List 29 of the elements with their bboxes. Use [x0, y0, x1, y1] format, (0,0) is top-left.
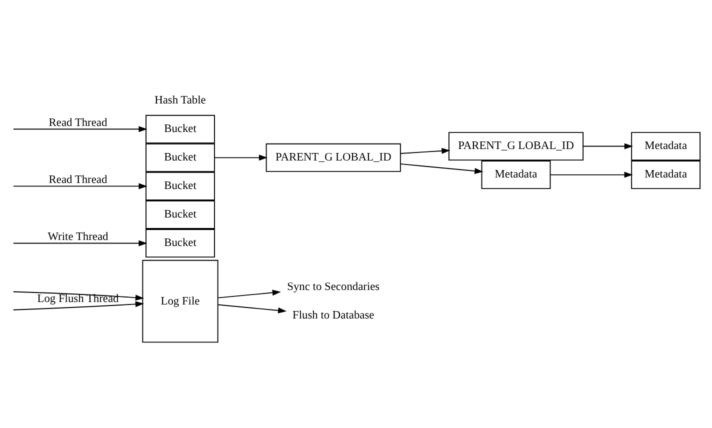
node-box: Metadata [631, 160, 701, 189]
arrow [12, 300, 144, 310]
arrow [12, 290, 144, 300]
arrow [218, 304, 287, 313]
node-box: Bucket [146, 142, 215, 172]
arrow [218, 289, 281, 298]
node-box: Metadata [481, 160, 551, 189]
arrow [12, 182, 148, 189]
node-box: Bucket [146, 114, 215, 143]
arrow [582, 142, 633, 149]
edge-label: Read Thread [48, 116, 108, 128]
node-box: Bucket [146, 200, 215, 228]
arrow [550, 171, 633, 178]
arrow [12, 240, 148, 246]
arrow [214, 154, 268, 160]
arrow [12, 126, 148, 132]
edge-label: Write Thread [48, 230, 108, 243]
node-text: Flush to Database [292, 309, 374, 322]
node-box: Bucket [146, 171, 215, 200]
node-box: Log File [142, 259, 218, 342]
label: Hash Table [154, 94, 206, 106]
node-box: Metadata [631, 131, 701, 160]
node-box: PARENT_G LOBAL_ID [448, 131, 584, 160]
arrow [400, 147, 450, 154]
node-box: PARENT_G LOBAL_ID [266, 142, 401, 172]
node-box: Bucket [146, 228, 215, 258]
edge-label: Read Thread [48, 173, 108, 186]
node-text: Sync to Secondaries [287, 280, 380, 292]
arrow [400, 162, 484, 174]
